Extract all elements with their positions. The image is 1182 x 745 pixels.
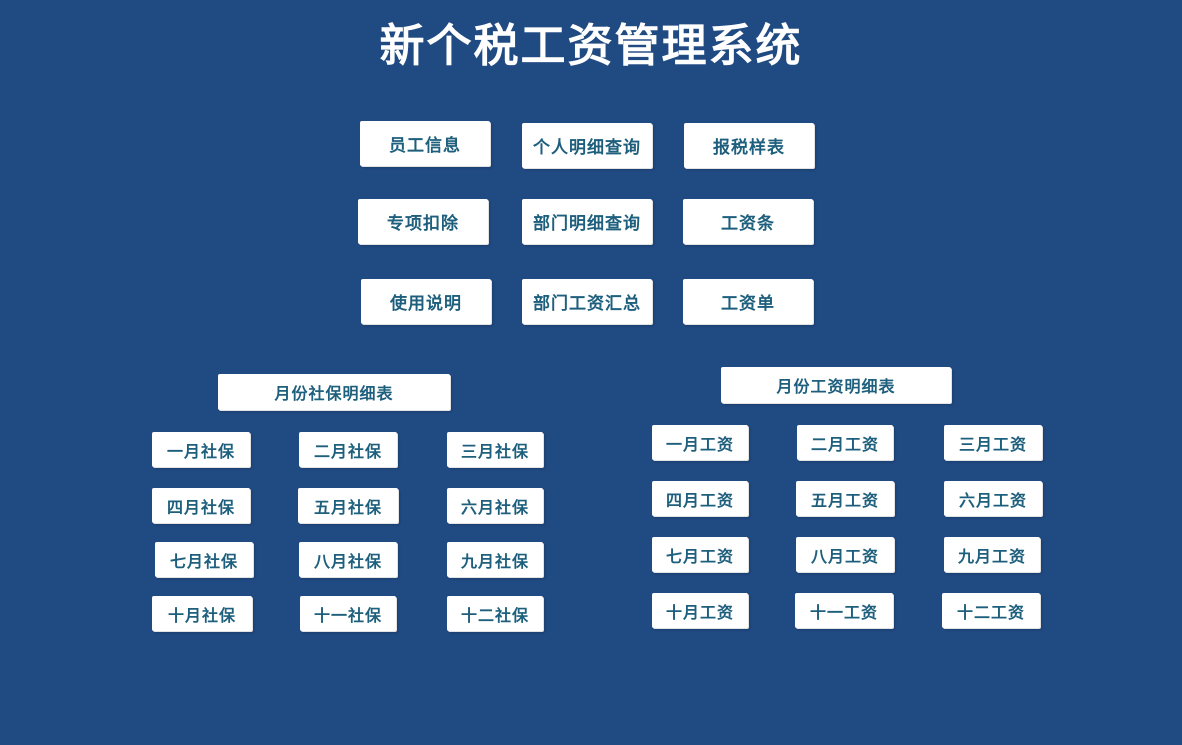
- salary-month-button-9[interactable]: 九月工资: [944, 537, 1040, 572]
- social-security-month-button-4[interactable]: 四月社保: [152, 488, 250, 523]
- salary-month-button-8[interactable]: 八月工资: [796, 537, 894, 572]
- page-title: 新个税工资管理系统: [379, 19, 803, 72]
- social-security-month-button-5[interactable]: 五月社保: [298, 488, 398, 523]
- salary-month-button-7[interactable]: 七月工资: [652, 537, 748, 572]
- menu-button-1-1[interactable]: 部门明细查询: [522, 199, 652, 244]
- salary-month-button-5[interactable]: 五月工资: [796, 481, 894, 516]
- social-security-month-button-8[interactable]: 八月社保: [299, 542, 397, 577]
- social-security-month-button-3[interactable]: 三月社保: [447, 432, 543, 467]
- menu-button-1-2[interactable]: 工资条: [683, 199, 813, 244]
- social-security-month-button-9[interactable]: 九月社保: [447, 542, 543, 577]
- menu-button-0-0[interactable]: 员工信息: [360, 121, 490, 166]
- social-security-month-button-6[interactable]: 六月社保: [447, 488, 543, 523]
- salary-month-button-1[interactable]: 一月工资: [652, 425, 748, 460]
- salary-month-button-3[interactable]: 三月工资: [944, 425, 1042, 460]
- menu-button-2-0[interactable]: 使用说明: [361, 279, 491, 324]
- salary-month-button-12[interactable]: 十二工资: [942, 593, 1040, 628]
- menu-button-2-1[interactable]: 部门工资汇总: [522, 279, 652, 324]
- social-security-month-button-10[interactable]: 十月社保: [152, 596, 252, 631]
- salary-month-button-11[interactable]: 十一工资: [795, 593, 893, 628]
- social-security-section-header: 月份社保明细表: [218, 374, 450, 410]
- salary-month-button-10[interactable]: 十月工资: [652, 593, 748, 628]
- social-security-month-button-11[interactable]: 十一社保: [300, 596, 396, 631]
- salary-section-header: 月份工资明细表: [721, 367, 951, 403]
- menu-button-2-2[interactable]: 工资单: [683, 279, 813, 324]
- social-security-month-button-2[interactable]: 二月社保: [299, 432, 397, 467]
- salary-month-button-6[interactable]: 六月工资: [944, 481, 1042, 516]
- menu-button-1-0[interactable]: 专项扣除: [358, 199, 488, 244]
- social-security-month-button-7[interactable]: 七月社保: [155, 542, 253, 577]
- menu-button-0-2[interactable]: 报税样表: [684, 123, 814, 168]
- menu-button-0-1[interactable]: 个人明细查询: [522, 123, 652, 168]
- social-security-month-button-1[interactable]: 一月社保: [152, 432, 250, 467]
- salary-month-button-4[interactable]: 四月工资: [652, 481, 748, 516]
- social-security-month-button-12[interactable]: 十二社保: [447, 596, 543, 631]
- salary-month-button-2[interactable]: 二月工资: [797, 425, 893, 460]
